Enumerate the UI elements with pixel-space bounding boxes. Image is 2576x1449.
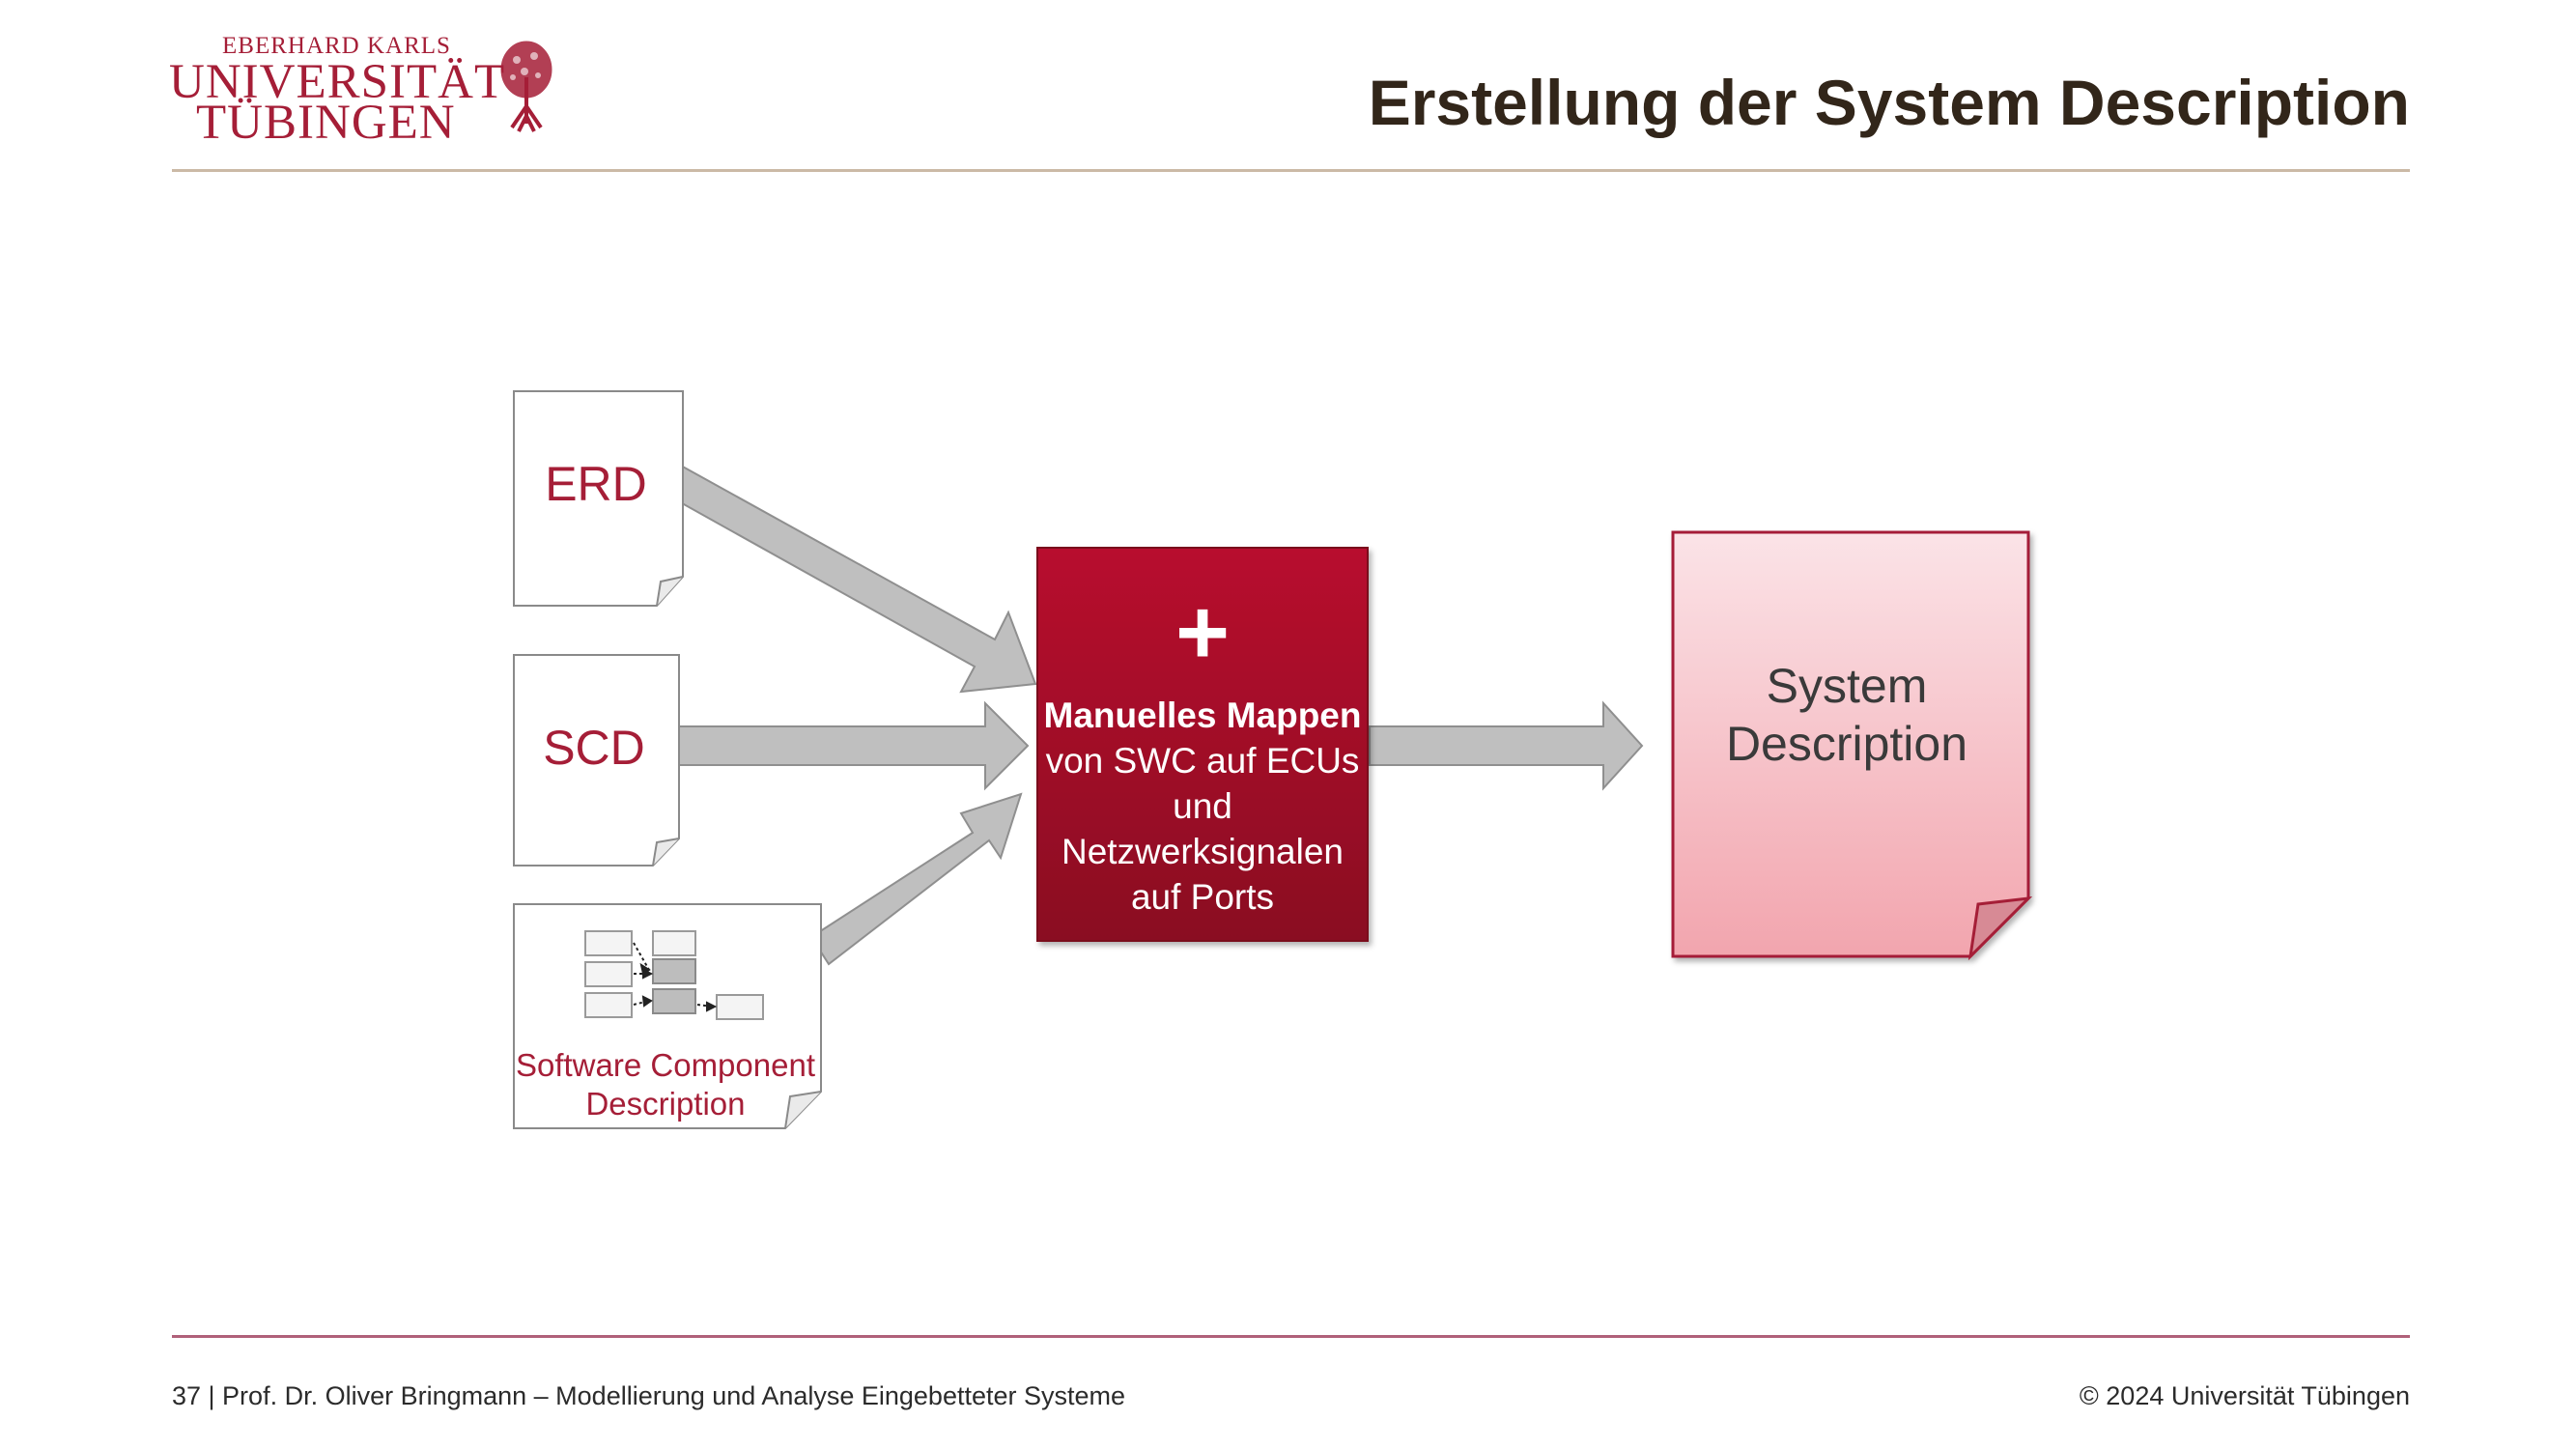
erd-label: ERD: [545, 457, 647, 511]
system-description-label: System Description: [1725, 659, 1968, 771]
process-text-bold: Manuelles Mappen: [1043, 696, 1362, 735]
output-fold: [1967, 896, 2033, 961]
swc-fold: [784, 1091, 822, 1129]
arrow-process-to-output: [1369, 700, 1644, 791]
arrow-scd-to-process: [675, 700, 1030, 791]
scd-fold: [652, 838, 680, 867]
process-description: Manuelles Mappen von SWC auf ECUs und Ne…: [1037, 693, 1368, 920]
process-plus-symbol: +: [1175, 581, 1231, 684]
tree-icon: [500, 41, 552, 132]
university-logo: EBERHARD KARLS UNIVERSITÄT TÜBINGEN: [169, 31, 575, 150]
header-divider: [172, 169, 2410, 172]
component-diagram-icon: [584, 930, 764, 1020]
footer-left-text: 37 | Prof. Dr. Oliver Bringmann – Modell…: [172, 1381, 1126, 1410]
footer-copyright: © 2024 Universität Tübingen: [2079, 1381, 2410, 1410]
logo-line-1: EBERHARD KARLS: [222, 33, 451, 59]
swc-label: Software Component Description: [515, 1047, 815, 1122]
process-text-rest: von SWC auf ECUs und Netzwerksignalen au…: [1045, 741, 1360, 917]
scd-label: SCD: [543, 721, 645, 775]
logo-line-2: UNIVERSITÄT: [169, 55, 506, 109]
footer-divider: [172, 1335, 2410, 1338]
page-title: Erstellung der System Description: [1368, 67, 2410, 138]
process-box: [1036, 547, 1369, 942]
erd-fold: [656, 576, 684, 607]
logo-line-3: TÜBINGEN: [196, 96, 456, 150]
arrow-swc-to-process: [809, 792, 1023, 966]
arrow-erd-to-process: [665, 464, 1037, 694]
